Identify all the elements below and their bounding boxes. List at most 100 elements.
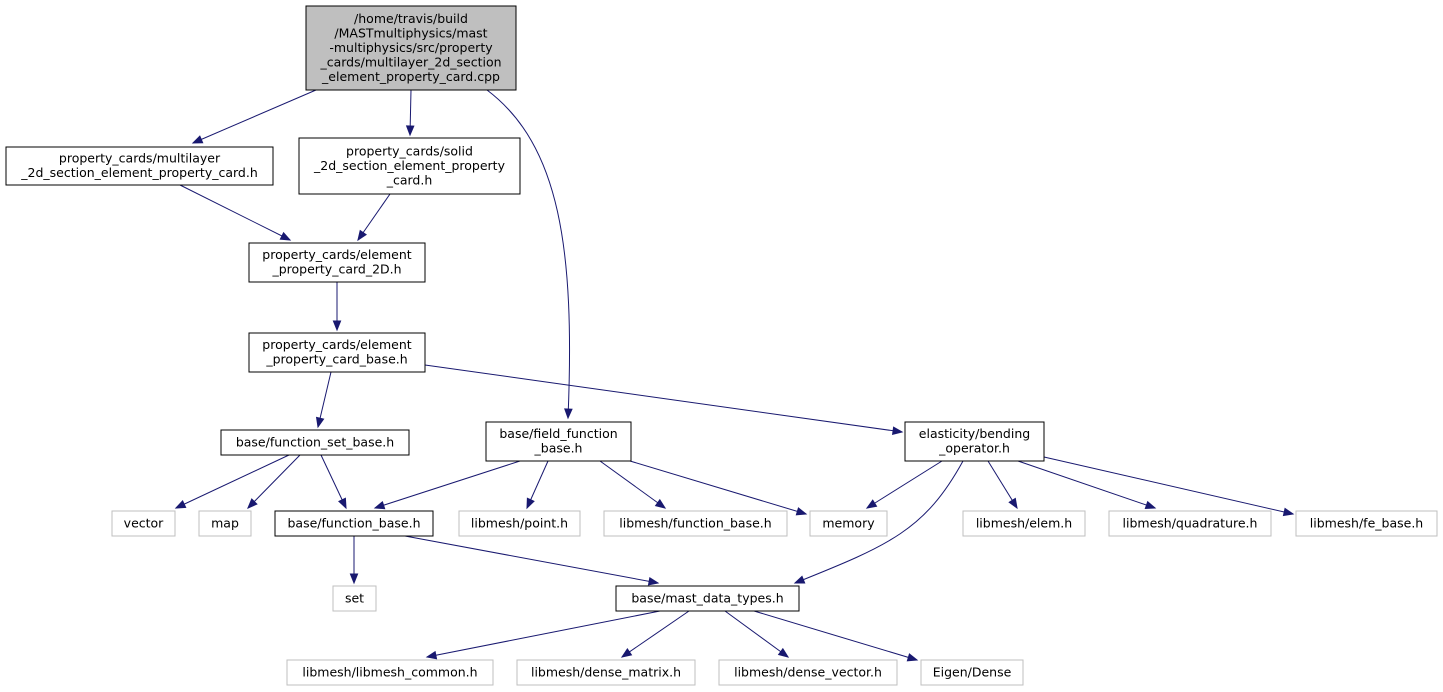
- node-label-line: libmesh/fe_base.h: [1310, 515, 1423, 530]
- node-epc2d-h[interactable]: property_cards/element_property_card_2D.…: [248, 242, 426, 283]
- arrowhead: [1008, 497, 1018, 510]
- node-label-line: property_cards/solid: [346, 143, 473, 158]
- node-bending-h[interactable]: elasticity/bending_operator.h: [904, 421, 1045, 462]
- arrowhead: [357, 229, 367, 242]
- node-label-line: base/field_function: [499, 426, 617, 441]
- edge-line: [794, 460, 964, 584]
- node-box: [248, 242, 426, 283]
- node-box: [248, 332, 426, 373]
- edge-fbase_h-to-set: [349, 536, 359, 585]
- edge-mdt_h-to-dvector_h: [724, 610, 790, 658]
- edge-line: [320, 454, 347, 509]
- edge-mdt_h-to-common_h: [425, 610, 661, 660]
- node-box: [1295, 510, 1438, 537]
- node-box: [962, 510, 1086, 537]
- arrowhead: [191, 135, 204, 144]
- node-box: [1108, 510, 1272, 537]
- edge-bending_h-to-memory: [865, 460, 943, 509]
- edge-bending_h-to-febase_h: [1043, 456, 1295, 517]
- node-label-line: _element_property_card.cpp: [321, 69, 500, 84]
- edge-fbase_h-to-mdt_h: [404, 535, 660, 586]
- node-label-line: _base.h: [534, 441, 583, 456]
- edge-ffbase_h-to-fbase_h: [373, 460, 521, 510]
- node-epcbase-h[interactable]: property_cards/element_property_card_bas…: [248, 332, 426, 373]
- edge-mdt_h-to-dmatrix_h: [620, 610, 690, 658]
- node-label-line: -multiphysics/src/property: [329, 40, 493, 55]
- node-fbase-h[interactable]: base/function_base.h: [274, 510, 434, 537]
- node-label-line: libmesh/quadrature.h: [1123, 515, 1258, 530]
- node-label-line: base/mast_data_types.h: [631, 590, 783, 605]
- node-fsetbase-h[interactable]: base/function_set_base.h: [220, 429, 410, 456]
- node-label-line: _property_card_base.h: [265, 352, 407, 367]
- arrowhead: [174, 500, 187, 509]
- node-point-h: libmesh/point.h: [458, 510, 581, 537]
- node-label-line: memory: [822, 515, 875, 530]
- edges-layer: [174, 89, 1295, 662]
- node-eigen: Eigen/Dense: [920, 659, 1024, 686]
- arrowhead: [891, 426, 904, 435]
- edge-line: [724, 610, 789, 658]
- edge-line: [374, 460, 521, 509]
- node-multilayer-h[interactable]: property_cards/multilayer_2d_section_ele…: [5, 146, 274, 186]
- node-root: /home/travis/build/MASTmultiphysics/mast…: [305, 5, 517, 91]
- arrowhead: [526, 497, 535, 510]
- edge-root-to-multilayer_h: [191, 89, 317, 144]
- node-set: set: [332, 585, 377, 612]
- edge-bending_h-to-quad_h: [1017, 460, 1157, 510]
- edge-line: [1043, 456, 1294, 515]
- node-box: [198, 510, 252, 537]
- edge-line: [486, 89, 571, 419]
- node-box: [305, 5, 517, 91]
- edge-line: [426, 610, 661, 658]
- edge-line: [629, 460, 807, 515]
- node-box: [920, 659, 1024, 686]
- edge-epcbase_h-to-fsetbase_h: [315, 371, 332, 429]
- node-label-line: vector: [124, 515, 165, 530]
- edge-root-to-ffbase_h: [486, 89, 573, 420]
- node-label-line: Eigen/Dense: [933, 664, 1012, 679]
- node-label-line: _2d_section_element_property: [313, 158, 506, 173]
- node-lfbase-h: libmesh/function_base.h: [603, 510, 788, 537]
- node-quad-h: libmesh/quadrature.h: [1108, 510, 1272, 537]
- node-ffbase-h[interactable]: base/field_function_base.h: [485, 421, 632, 462]
- edge-multilayer_h-to-epc2d_h: [179, 184, 292, 241]
- node-memory: memory: [809, 510, 888, 537]
- node-solid-h[interactable]: property_cards/solid_2d_section_element_…: [298, 137, 521, 195]
- node-label-line: _card.h: [386, 172, 433, 187]
- edge-ffbase_h-to-lfbase_h: [599, 460, 667, 509]
- node-box: [718, 659, 898, 686]
- node-box: [904, 421, 1045, 462]
- edge-ffbase_h-to-point_h: [526, 460, 549, 510]
- arrowhead: [349, 573, 359, 585]
- node-box: [220, 429, 410, 456]
- edge-line: [175, 454, 290, 509]
- nodes-layer: /home/travis/build/MASTmultiphysics/mast…: [5, 5, 1438, 686]
- node-box: [809, 510, 888, 537]
- node-label-line: _operator.h: [938, 441, 1010, 456]
- arrowhead: [865, 499, 878, 509]
- node-common-h: libmesh/libmesh_common.h: [286, 659, 494, 686]
- arrowhead: [777, 647, 790, 658]
- node-label-line: libmesh/dense_matrix.h: [531, 664, 681, 679]
- edge-epcbase_h-to-bending_h: [424, 364, 904, 435]
- node-label-line: _property_card_2D.h: [271, 262, 401, 277]
- node-label-line: /MASTmultiphysics/mast: [334, 25, 487, 40]
- arrowhead: [564, 408, 573, 420]
- node-label-line: map: [211, 515, 239, 530]
- node-map: map: [198, 510, 252, 537]
- node-box: [603, 510, 788, 537]
- node-mdt-h[interactable]: base/mast_data_types.h: [615, 585, 800, 612]
- arrowhead: [247, 498, 258, 509]
- edge-fsetbase_h-to-map: [247, 454, 301, 509]
- arrowhead: [906, 653, 919, 662]
- edge-line: [599, 460, 666, 509]
- arrowhead: [338, 497, 347, 510]
- arrowhead: [373, 500, 386, 510]
- arrowhead: [620, 648, 633, 658]
- arrowhead: [795, 507, 808, 516]
- arrowhead: [425, 650, 438, 660]
- arrowhead: [793, 575, 806, 584]
- node-box: [516, 659, 696, 686]
- arrowhead: [315, 416, 325, 429]
